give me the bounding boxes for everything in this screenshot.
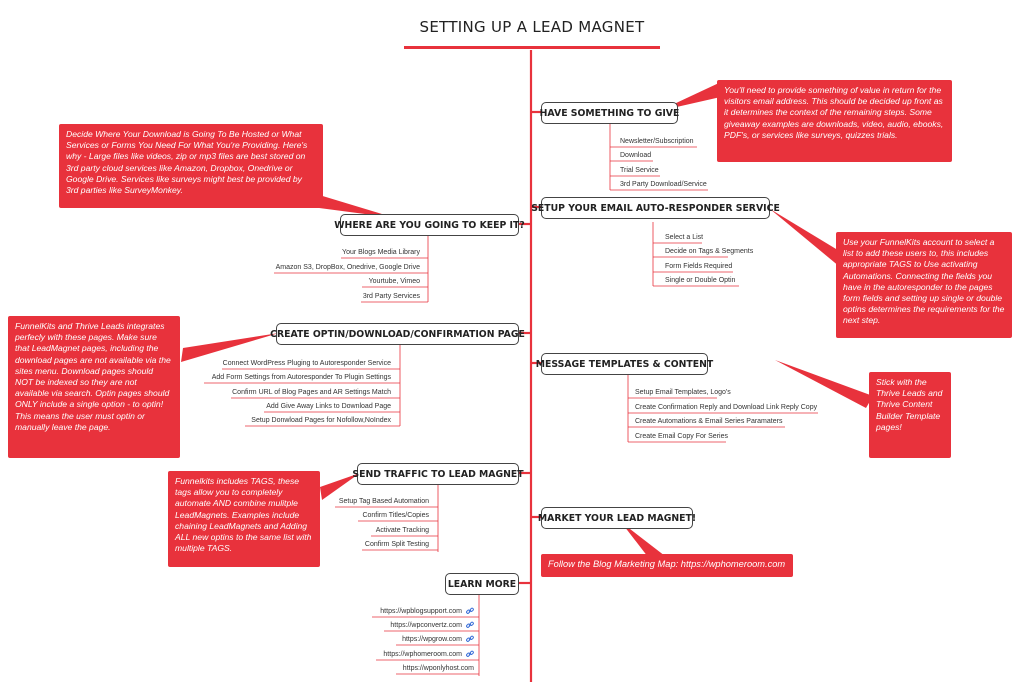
- note-traffic: Funnelkits includes TAGS, these tags all…: [168, 471, 320, 567]
- leaf-newsletter[interactable]: Newsletter/Subscription: [620, 138, 694, 145]
- link-text: https://wpblogsupport.com: [380, 608, 462, 615]
- leaf-third-party-download[interactable]: 3rd Party Download/Service: [620, 181, 707, 188]
- leaf-confirm-titles[interactable]: Confirm Titles/Copies: [362, 512, 429, 519]
- page-title: SETTING UP A LEAD MAGNET: [419, 18, 645, 36]
- link-icon: [466, 607, 474, 615]
- link-wponlyhost[interactable]: https://wponlyhost.com: [334, 664, 474, 674]
- leaf-third-party-services[interactable]: 3rd Party Services: [362, 293, 420, 300]
- link-icon: [466, 621, 474, 629]
- note-optin-page: FunnelKits and Thrive Leads integrates p…: [8, 316, 180, 458]
- link-wpconvertz[interactable]: https://wpconvertz.com: [334, 621, 474, 631]
- leaf-single-double-optin[interactable]: Single or Double Optin: [665, 277, 736, 284]
- node-label: SETUP YOUR EMAIL AUTO-RESPONDER SERVICE: [531, 202, 780, 214]
- leaf-email-copy[interactable]: Create Email Copy For Series: [635, 433, 728, 440]
- link-wpblogsupport[interactable]: https://wpblogsupport.com: [334, 607, 474, 617]
- title-underline: [404, 46, 660, 49]
- node-label: MESSAGE TEMPLATES & CONTENT: [535, 358, 714, 370]
- leaf-automations-series[interactable]: Create Automations & Email Series Parama…: [635, 418, 783, 425]
- leaf-download[interactable]: Download: [620, 152, 652, 159]
- node-message-templates[interactable]: MESSAGE TEMPLATES & CONTENT: [536, 353, 713, 375]
- leaf-email-templates[interactable]: Setup Email Templates, Logo's: [635, 389, 731, 396]
- leaf-giveaway-links[interactable]: Add Give Away Links to Download Page: [266, 403, 391, 410]
- link-text: https://wphomeroom.com: [383, 651, 462, 658]
- leaf-tag-automation[interactable]: Setup Tag Based Automation: [338, 498, 429, 505]
- node-label: LEARN MORE: [447, 578, 517, 590]
- link-text: https://wponlyhost.com: [402, 665, 474, 672]
- link-text: https://wpconvertz.com: [390, 622, 462, 629]
- node-setup-autoresponder[interactable]: SETUP YOUR EMAIL AUTO-RESPONDER SERVICE: [531, 197, 780, 219]
- leaf-nofollow-noindex[interactable]: Setup Donwload Pages for Nofollow,NoInde…: [251, 417, 391, 424]
- node-create-optin-page[interactable]: CREATE OPTIN/DOWNLOAD/CONFIRMATION PAGE: [270, 323, 525, 345]
- link-icon: [466, 650, 474, 658]
- leaf-activate-tracking[interactable]: Activate Tracking: [375, 527, 429, 534]
- leaf-cloud-storage[interactable]: Amazon S3, DropBox, Onedrive, Google Dri…: [275, 264, 420, 271]
- node-learn-more[interactable]: LEARN MORE: [445, 573, 519, 595]
- note-templates: Stick with the Thrive Leads and Thrive C…: [869, 372, 951, 458]
- note-autoresponder: Use your FunnelKits account to select a …: [836, 232, 1012, 338]
- link-wphomeroom[interactable]: https://wphomeroom.com: [334, 650, 474, 660]
- leaf-split-testing[interactable]: Confirm Split Testing: [364, 541, 429, 548]
- leaf-confirmation-reply[interactable]: Create Confirmation Reply and Download L…: [635, 404, 818, 411]
- node-label: MARKET YOUR LEAD MAGNET!: [537, 512, 697, 524]
- node-label: HAVE SOMETHING TO GIVE: [539, 107, 680, 119]
- node-have-something-to-give[interactable]: HAVE SOMETHING TO GIVE: [539, 102, 680, 124]
- leaf-form-fields[interactable]: Form Fields Required: [665, 263, 733, 270]
- node-market-lead-magnet[interactable]: MARKET YOUR LEAD MAGNET!: [537, 507, 697, 529]
- node-where-to-keep-it[interactable]: WHERE ARE YOU GOING TO KEEP IT?: [334, 214, 525, 236]
- leaf-connect-plugin[interactable]: Connect WordPress Pluging to Autorespond…: [222, 360, 391, 367]
- note-keep-it: Decide Where Your Download is Going To B…: [59, 124, 323, 208]
- link-text: https://wpgrow.com: [402, 636, 462, 643]
- note-market: Follow the Blog Marketing Map: https://w…: [541, 554, 793, 577]
- node-label: CREATE OPTIN/DOWNLOAD/CONFIRMATION PAGE: [270, 328, 525, 340]
- leaf-media-library[interactable]: Your Blogs Media Library: [342, 249, 420, 256]
- node-send-traffic[interactable]: SEND TRAFFIC TO LEAD MAGNET: [352, 463, 524, 485]
- node-label: SEND TRAFFIC TO LEAD MAGNET: [352, 468, 524, 480]
- leaf-select-list[interactable]: Select a List: [665, 234, 704, 241]
- link-icon: [466, 635, 474, 643]
- note-have-something: You'll need to provide something of valu…: [717, 80, 952, 162]
- leaf-add-form-settings[interactable]: Add Form Settings from Autoresponder To …: [211, 374, 391, 381]
- leaf-confirm-url[interactable]: Confirm URL of Blog Pages and AR Setting…: [232, 389, 391, 396]
- node-label: WHERE ARE YOU GOING TO KEEP IT?: [334, 219, 525, 231]
- leaf-trial-service[interactable]: Trial Service: [620, 167, 659, 174]
- leaf-tags-segments[interactable]: Decide on Tags & Segments: [665, 248, 754, 255]
- link-wpgrow[interactable]: https://wpgrow.com: [334, 635, 474, 645]
- leaf-youtube-vimeo[interactable]: Yourtube, Vimeo: [368, 278, 420, 285]
